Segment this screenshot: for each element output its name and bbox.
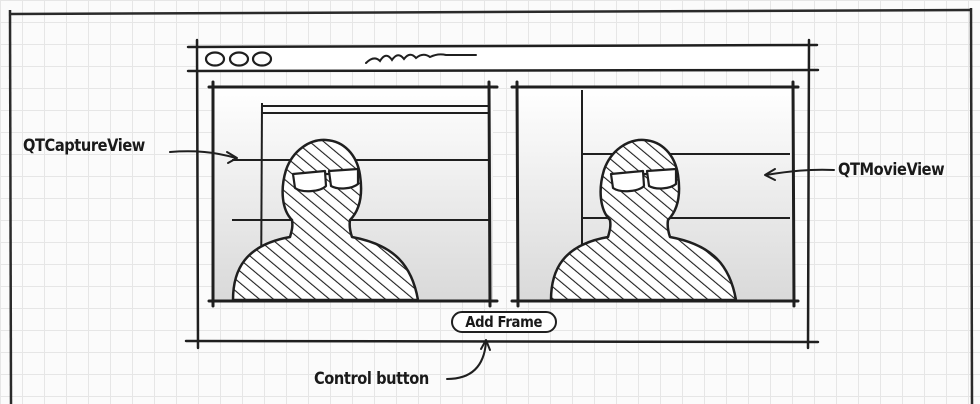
window-controls[interactable] [204,51,273,67]
sunglasses-icon [609,167,678,193]
control-button-label: Control button [314,369,429,389]
person-silhouette-right [549,138,738,302]
capture-view-label: QTCaptureView [23,136,145,156]
zoom-window-icon[interactable] [251,51,273,67]
capture-view-arrow-icon [169,150,237,159]
control-button-arrow-icon [446,341,487,380]
add-frame-button-label: Add Frame [465,313,543,331]
outer-frame [8,7,974,404]
movie-view-pane [510,80,800,308]
add-frame-button[interactable]: Add Frame [451,311,557,333]
movie-view-label: QTMovieView [838,160,945,180]
window-title-scribble [365,53,477,64]
sunglasses-icon [291,167,360,193]
minimize-window-icon[interactable] [228,51,250,67]
app-window [184,38,820,350]
person-silhouette-left [231,138,420,302]
movie-view-arrow-icon [765,168,835,176]
capture-view-pane [207,80,499,308]
close-window-icon[interactable] [204,51,226,67]
